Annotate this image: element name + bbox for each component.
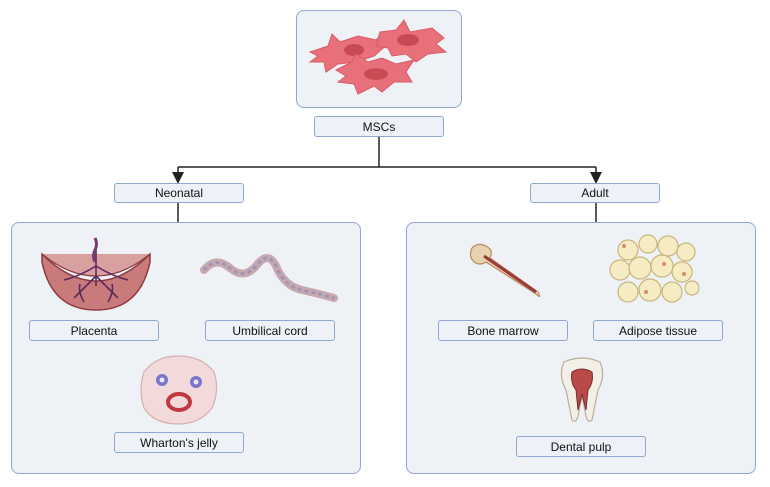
neonatal-label: Neonatal xyxy=(114,183,244,203)
bone-marrow-label: Bone marrow xyxy=(438,320,568,341)
dental-pulp-icon xyxy=(560,357,604,422)
adult-panel xyxy=(406,222,756,474)
placenta-label: Placenta xyxy=(29,320,159,341)
umbilical-cord-icon xyxy=(200,254,338,302)
whartons-jelly-icon xyxy=(140,355,218,425)
bone-marrow-icon xyxy=(469,243,541,298)
umbilical-cord-label: Umbilical cord xyxy=(205,320,335,341)
adult-label: Adult xyxy=(530,183,660,203)
msc-label: MSCs xyxy=(314,116,444,137)
adipose-tissue-label: Adipose tissue xyxy=(593,320,723,341)
whartons-jelly-label: Wharton's jelly xyxy=(114,432,244,453)
placenta-icon xyxy=(41,237,151,311)
adipose-tissue-icon xyxy=(609,234,700,303)
msc-cells-icon xyxy=(308,19,448,95)
dental-pulp-label: Dental pulp xyxy=(516,436,646,457)
